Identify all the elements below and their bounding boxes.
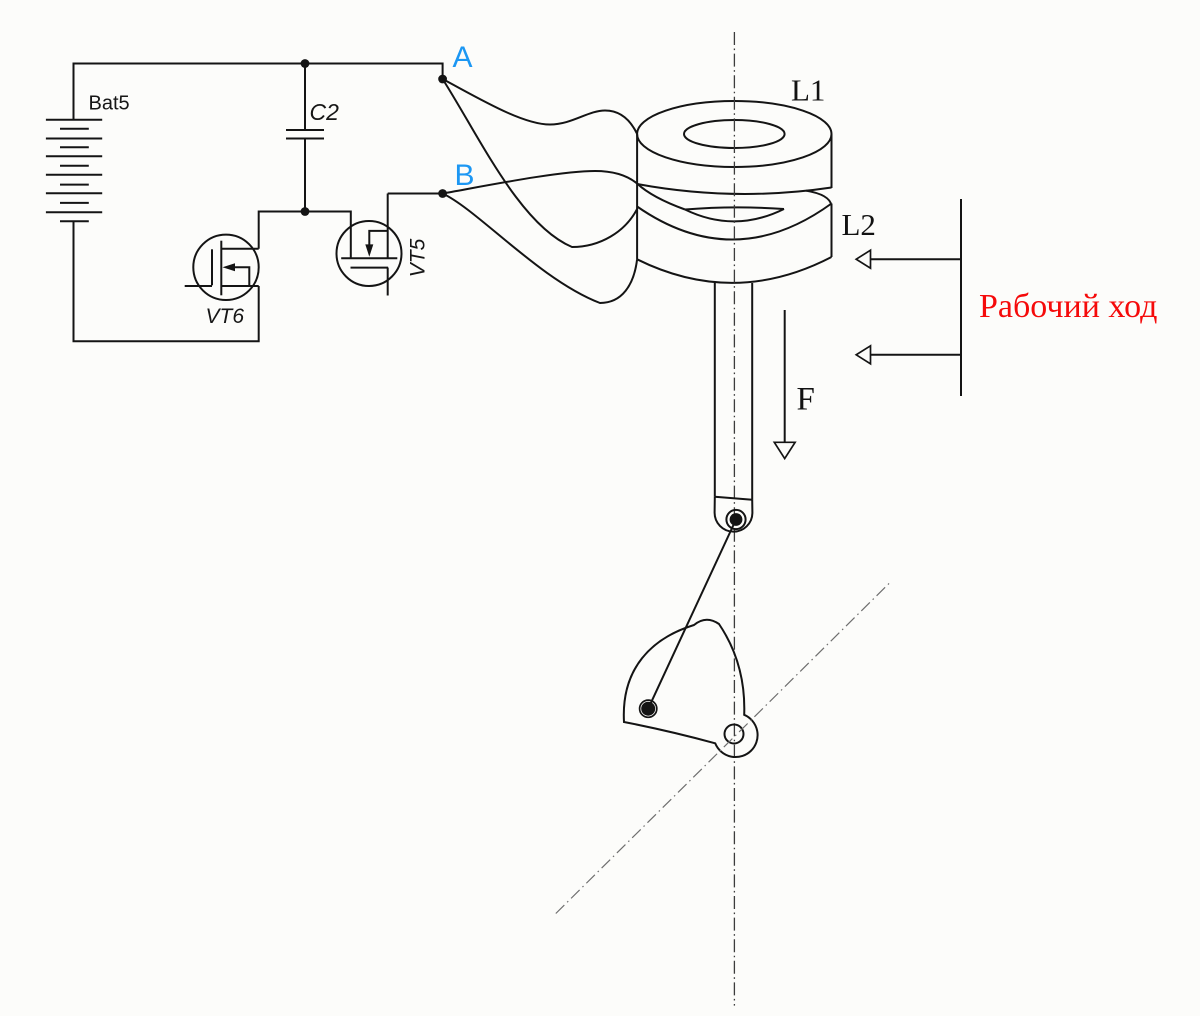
mosfet-vt5-symbol: VT5 [335, 193, 430, 296]
force-arrow-head [772, 441, 797, 461]
working-stroke-label: Рабочий ход [979, 288, 1157, 325]
l2-bottom-arc [636, 256, 832, 284]
diagonal-axis [555, 581, 891, 914]
l2-top-stub-right [805, 189, 833, 206]
rod-tip-outline [713, 496, 754, 533]
l1-label: L1 [791, 73, 825, 108]
junction-dot-top [300, 59, 310, 68]
winding-lead-b-l2 [442, 192, 639, 305]
rod-pin-ring [725, 508, 747, 531]
crank-hole-dot [641, 701, 656, 716]
mosfet-vt6-symbol: VT6 [184, 233, 260, 328]
plunger-rod [713, 283, 754, 533]
working-stroke-indicator: Рабочий ход [854, 199, 1157, 396]
crank-hole-ring [638, 699, 658, 719]
vt6-body-circle [192, 233, 260, 301]
vt5-body-circle [335, 220, 403, 287]
vt5-label: VT5 [407, 238, 430, 277]
vt6-arrow-head [222, 263, 235, 272]
force-label: F [797, 382, 815, 418]
crank-linkage [555, 519, 891, 914]
battery-label: Bat5 [89, 93, 130, 115]
vt6-bulk-lead [234, 266, 251, 286]
rod-cap-line [714, 495, 753, 501]
battery-symbol: Bat5 [45, 93, 130, 223]
l2-wrap-arc [636, 182, 686, 211]
l2-hole-crescent-bottom [684, 208, 785, 223]
winding-lead-a-l1 [442, 78, 639, 135]
vt5-bulk-lead [368, 229, 388, 245]
wire-battery-top-to-a [72, 62, 444, 120]
terminal-b-label: B [455, 159, 475, 192]
crank-pivot-hole [723, 723, 745, 745]
terminal-a-label: A [453, 41, 473, 74]
vt5-arrow-head [365, 244, 374, 257]
coil-winding-leads [441, 78, 639, 305]
coil-assembly: L1 L2 [636, 73, 876, 284]
vt6-label: VT6 [206, 305, 245, 328]
wire-battery-bottom-to-vt6 [72, 221, 260, 343]
winding-lead-b-l1 [442, 169, 638, 195]
indicator-arrow-top-head [854, 248, 872, 270]
crank-outline [622, 618, 759, 759]
capacitor-label: C2 [310, 99, 340, 125]
indicator-arrow-bottom-head [854, 344, 872, 366]
coil-l2: L2 [636, 182, 876, 284]
circuit: Bat5 C2 VT6 [45, 41, 475, 343]
capacitor-symbol: C2 [286, 63, 340, 212]
connecting-link [647, 519, 737, 710]
junction-dot-mid [300, 207, 310, 216]
force-arrow: F [772, 310, 815, 461]
winding-lead-a-l2 [441, 78, 638, 249]
l2-label: L2 [842, 207, 876, 242]
